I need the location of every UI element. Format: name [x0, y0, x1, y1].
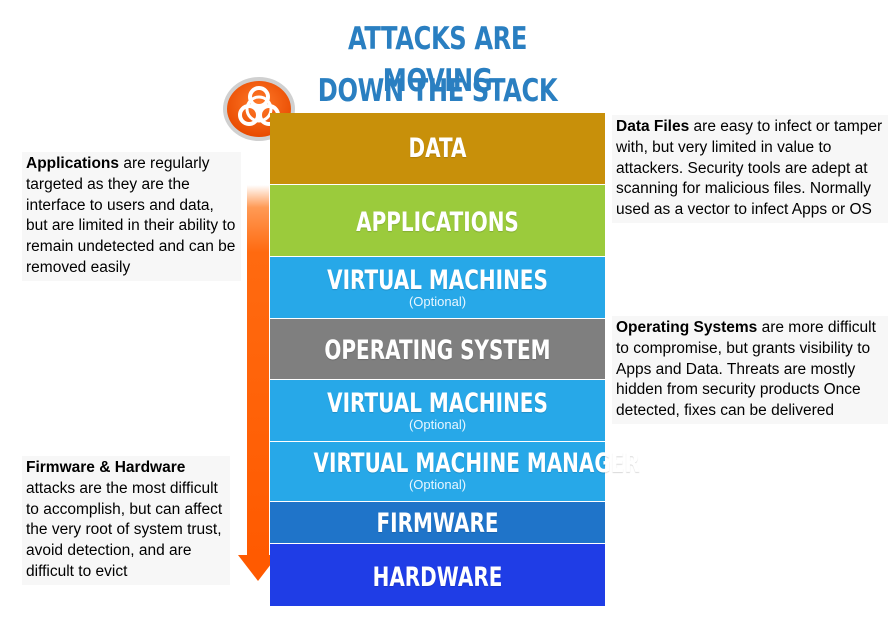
layer-operating-system: OPERATING SYSTEM — [270, 318, 605, 379]
layer-name: OPERATING SYSTEM — [324, 335, 551, 366]
layer-name: APPLICATIONS — [356, 207, 519, 238]
layer-firmware: FIRMWARE — [270, 501, 605, 543]
title-line-1: ATTACKS ARE MOVING — [347, 21, 528, 99]
callout-text: attacks are the most difficult to accomp… — [26, 479, 223, 580]
callout-operating-systems: Operating Systems are more difficult to … — [612, 316, 888, 424]
layer-virtual-machines-2: VIRTUAL MACHINES (Optional) — [270, 379, 605, 441]
layer-name: FIRMWARE — [376, 508, 499, 539]
callout-heading: Applications — [26, 155, 120, 172]
callout-data-files: Data Files are easy to infect or tamper … — [612, 115, 888, 223]
layer-hardware: HARDWARE — [270, 543, 605, 606]
layer-name: VIRTUAL MACHINES — [327, 388, 548, 419]
layer-virtual-machine-manager: VIRTUAL MACHINE MANAGER (Optional) — [270, 441, 640, 501]
layer-applications: APPLICATIONS — [270, 184, 605, 256]
callout-applications: Applications are regularly targeted as t… — [22, 152, 241, 281]
layer-data: DATA — [270, 113, 605, 184]
layer-name: VIRTUAL MACHINES — [327, 265, 548, 296]
layer-name: DATA — [408, 133, 467, 164]
callout-heading: Firmware & Hardware — [26, 459, 186, 476]
callout-text: are easy to infect or tamper with, but v… — [616, 118, 883, 219]
title-line-2: DOWN THE STACK — [317, 73, 558, 109]
callout-text: are more difficult to compromise, but gr… — [616, 319, 876, 420]
layer-virtual-machines-1: VIRTUAL MACHINES (Optional) — [270, 256, 605, 318]
callout-heading: Operating Systems — [616, 319, 758, 336]
callout-heading: Data Files — [616, 118, 690, 135]
callout-firmware: Firmware & Hardware attacks are the most… — [22, 456, 230, 585]
layer-name: HARDWARE — [372, 562, 503, 593]
layer-name: VIRTUAL MACHINE MANAGER — [313, 448, 640, 479]
layer-optional-label: (Optional) — [408, 477, 467, 492]
callout-text: are regularly targeted as they are the i… — [26, 155, 236, 276]
down-arrow-shaft — [247, 185, 269, 560]
layer-optional-label: (Optional) — [408, 417, 467, 432]
layer-optional-label: (Optional) — [408, 294, 467, 309]
